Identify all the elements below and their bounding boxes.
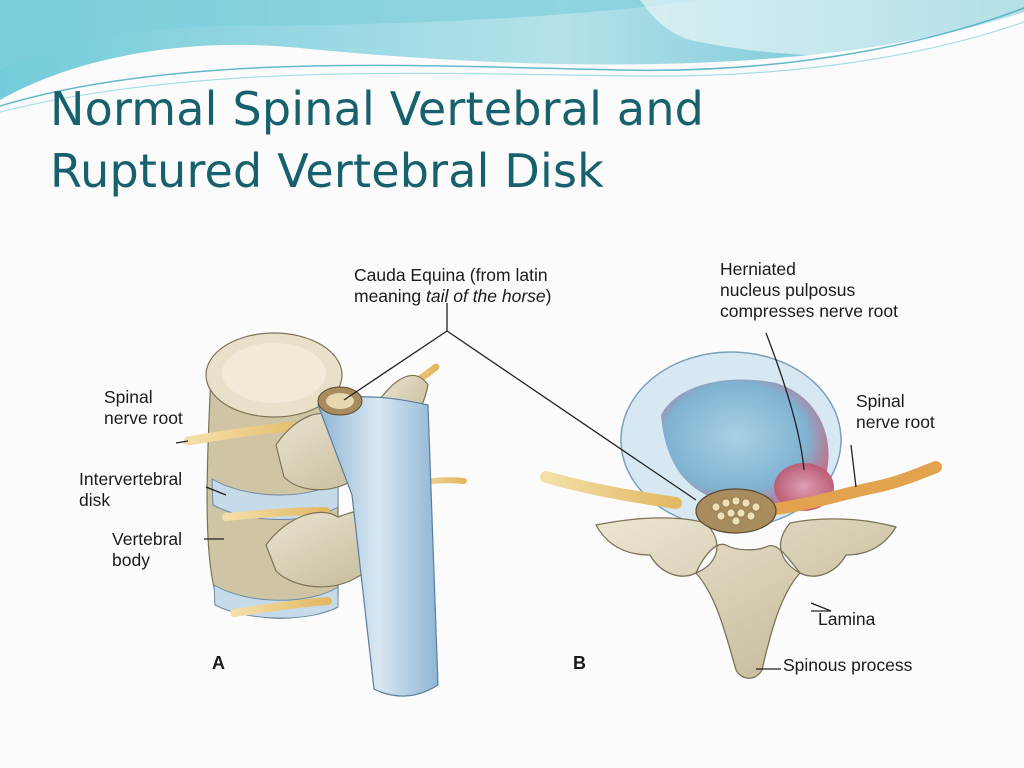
label-cauda-equina-prefix: meaning [354, 286, 426, 306]
label-intervertebral-disk-line-1: Intervertebral [79, 469, 183, 489]
label-spinal-nerve-root-right-line-1: Spinal [856, 391, 905, 411]
label-herniated-nucleus-line-3: compresses nerve root [720, 301, 898, 321]
label-spinous-process-text: Spinous process [783, 655, 913, 675]
panel-b-illustration [540, 351, 942, 679]
label-spinal-nerve-root-right-line-2: nerve root [856, 412, 935, 432]
label-intervertebral-disk: Intervertebral disk [79, 469, 182, 511]
label-lamina: Lamina [818, 609, 875, 630]
label-cauda-equina-line-2: meaning tail of the horse) [354, 286, 551, 307]
anatomy-illustration [175, 303, 942, 697]
slide-title-line-2: Ruptured Vertebral Disk [50, 144, 605, 198]
label-vertebral-body-line-2: body [112, 550, 150, 570]
slide-title-line-1: Normal Spinal Vertebral and [50, 82, 705, 136]
label-intervertebral-disk-line-2: disk [79, 490, 111, 510]
label-cauda-equina-italic: tail of the horse [426, 286, 546, 306]
panel-label-a-text: A [212, 653, 225, 673]
label-herniated-nucleus-line-1: Herniated [720, 259, 796, 279]
label-vertebral-body: Vertebral body [112, 529, 182, 571]
label-spinal-nerve-root-right: Spinal nerve root [856, 391, 935, 433]
panel-label-b-text: B [573, 653, 586, 673]
label-spinous-process: Spinous process [783, 655, 912, 676]
label-cauda-equina: Cauda Equina (from latin meaning tail of… [354, 265, 551, 307]
label-spinal-nerve-root-left-line-2: nerve root [104, 408, 183, 428]
label-leader-lines [175, 303, 857, 670]
label-herniated-nucleus: Herniated nucleus pulposus compresses ne… [720, 259, 898, 322]
panel-label-a: A [212, 653, 225, 674]
label-cauda-equina-suffix: ) [545, 286, 552, 306]
label-herniated-nucleus-line-2: nucleus pulposus [720, 280, 856, 300]
spine-anatomy-figure: Cauda Equina (from latin meaning tail of… [76, 255, 946, 710]
slide-title: Normal Spinal Vertebral and Ruptured Ver… [50, 78, 950, 202]
label-spinal-nerve-root-left: Spinal nerve root [104, 387, 183, 429]
panel-a-illustration [183, 332, 467, 697]
label-lamina-text: Lamina [818, 609, 876, 629]
panel-label-b: B [573, 653, 586, 674]
label-spinal-nerve-root-left-line-1: Spinal [104, 387, 153, 407]
label-cauda-equina-line-1: Cauda Equina (from latin [354, 265, 548, 285]
label-vertebral-body-line-1: Vertebral [112, 529, 183, 549]
